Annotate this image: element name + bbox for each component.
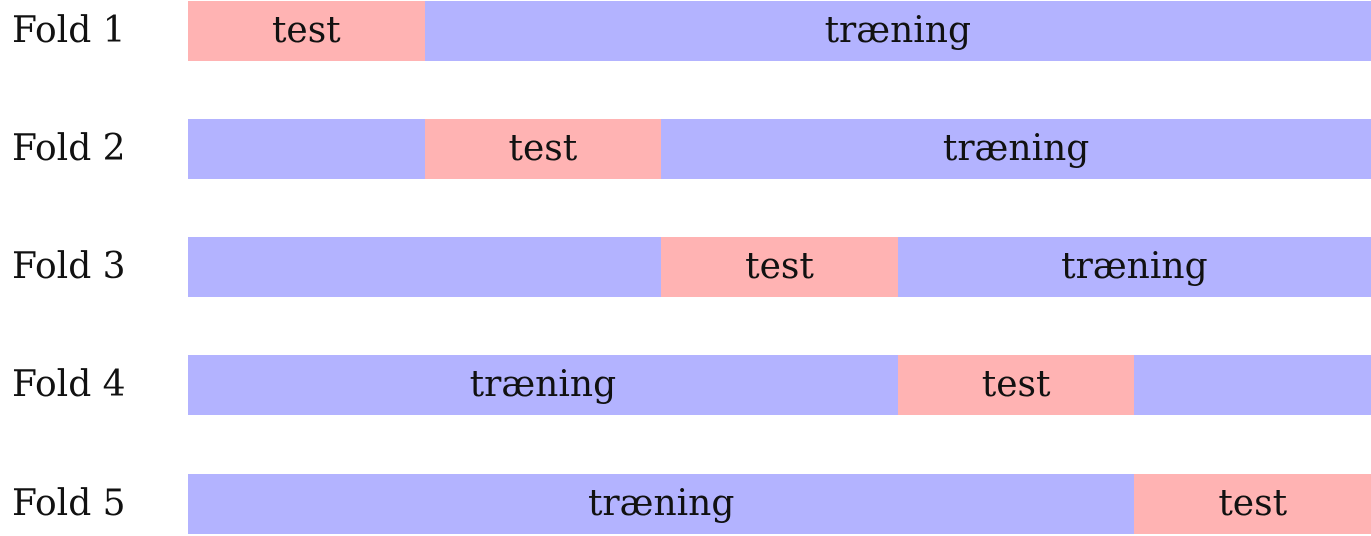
fold-row: Fold 3 test træning [0, 237, 1371, 297]
training-label: træning [1061, 246, 1208, 287]
fold-row: Fold 5 test træning [0, 474, 1371, 534]
fold-bar: test træning [188, 474, 1371, 534]
test-label: test [1218, 483, 1288, 524]
test-segment [188, 1, 425, 61]
fold-label: Fold 4 [12, 364, 126, 405]
training-segment [188, 237, 662, 297]
training-label: træning [824, 10, 972, 51]
training-segment [188, 119, 425, 179]
training-segment [1134, 355, 1371, 415]
fold-row: Fold 1 test træning [0, 1, 1371, 61]
fold-bar: test træning [188, 237, 1371, 297]
training-label: træning [587, 483, 735, 524]
test-label: test [508, 128, 578, 169]
test-segment [661, 237, 898, 297]
fold-label: Fold 3 [12, 246, 126, 287]
fold-bar: test træning [188, 119, 1371, 179]
test-label: test [271, 10, 341, 51]
fold-bar: test træning [188, 1, 1371, 61]
test-segment [424, 119, 662, 179]
training-segment [188, 474, 1135, 534]
training-segment [188, 355, 898, 415]
fold-label: Fold 5 [12, 483, 126, 524]
training-segment [897, 237, 1371, 297]
training-label: træning [469, 364, 617, 405]
fold-label: Fold 1 [12, 10, 126, 51]
training-label: træning [942, 128, 1090, 169]
fold-bar: test træning [188, 355, 1371, 415]
fold-label: Fold 2 [12, 128, 126, 169]
fold-row: Fold 2 test træning [0, 119, 1371, 179]
test-segment [897, 355, 1135, 415]
test-label: test [981, 364, 1051, 405]
test-label: test [745, 246, 814, 287]
fold-row: Fold 4 test træning [0, 355, 1371, 415]
test-segment [1134, 474, 1371, 534]
training-segment [424, 1, 1371, 61]
training-segment [661, 119, 1371, 179]
